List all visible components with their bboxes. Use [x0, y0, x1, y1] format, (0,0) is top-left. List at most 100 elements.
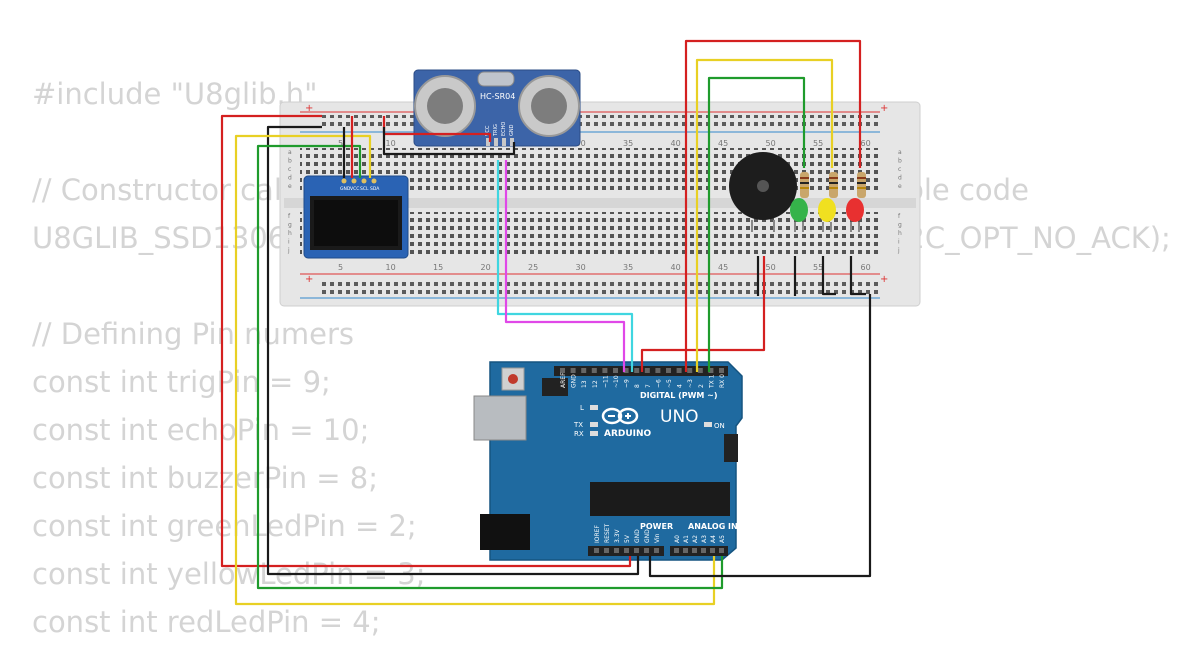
analog-pin-label: A3 [701, 535, 708, 543]
code-line: // Defining Pin numers [32, 317, 355, 351]
digital-pin-socket [708, 368, 714, 373]
oled-pin-label: SDA [370, 186, 380, 192]
svg-text:+: + [880, 103, 888, 114]
breadboard-row-letter: f [898, 213, 901, 220]
power-pin-socket [654, 548, 659, 553]
power-pin-label: 5V [624, 534, 631, 543]
digital-pin-label: 13 [581, 380, 588, 388]
power-pin-socket [634, 548, 639, 553]
wire-black-rail-gnd [382, 127, 516, 156]
wire-green-scl [256, 144, 724, 590]
power-pin-label: 3.3V [614, 528, 621, 543]
analog-pin-label: A2 [692, 535, 699, 543]
breadboard-column-number: 10 [386, 263, 396, 272]
oled-pin-label: GND [340, 186, 351, 192]
reset-button [508, 374, 518, 384]
breadboard-row-letter: h [898, 230, 902, 237]
breadboard-column-number: 55 [813, 139, 823, 148]
wire-red-led-red [684, 39, 862, 372]
ultrasonic-pin [502, 138, 506, 146]
breadboard-row-letter: d [898, 175, 902, 182]
digital-pin-label: TX 1 [708, 374, 715, 389]
breadboard-row-letter: e [288, 183, 292, 190]
breadboard-row-letter: g [898, 222, 902, 229]
digital-pin-socket [570, 368, 576, 373]
l-led-label: L [580, 404, 584, 412]
wire-red-5v [220, 114, 632, 568]
breadboard-column-number: 50 [766, 263, 776, 272]
digital-pin-label: 12 [592, 380, 599, 388]
digital-pin-socket [697, 368, 703, 373]
power-pin-label: GND [634, 529, 641, 543]
digital-pin-label: ~5 [666, 379, 673, 388]
breadboard-column-number: 30 [576, 139, 586, 148]
digital-pin-label: 8 [634, 384, 641, 388]
digital-pin-socket [602, 368, 608, 373]
breadboard-row-letter: a [898, 149, 902, 156]
oled-pin [351, 178, 357, 184]
digital-pin-label: 2 [698, 384, 705, 388]
ultrasonic-pin-label: VCC [485, 125, 491, 136]
analog-pin-label: A0 [674, 535, 681, 543]
breadboard-row-letter: c [288, 166, 291, 173]
digital-pin-socket [666, 368, 671, 373]
code-line: #include "U8glib.h" [32, 77, 318, 111]
breadboard-row-letter: i [898, 239, 900, 246]
ultrasonic-pin-label: GND [509, 124, 515, 136]
digital-pin-socket [676, 368, 682, 373]
digital-pin-socket [655, 368, 661, 373]
power-pin-socket [624, 548, 629, 553]
led-green [790, 198, 808, 222]
code-line: const int echoPin = 10; [32, 413, 370, 447]
power-jack [480, 514, 530, 550]
breadboard-row-letter: j [897, 247, 900, 254]
breadboard-column-number: 5 [338, 139, 343, 148]
resistor-red [857, 172, 866, 198]
usb-connector [473, 395, 527, 441]
digital-pin-label: ~9 [624, 379, 631, 388]
ultrasonic-pin [494, 138, 498, 146]
code-line: const int trigPin = 9; [32, 365, 331, 399]
analog-header-label: ANALOG IN [688, 522, 738, 531]
breadboard-column-number: 55 [813, 263, 823, 272]
on-led-label: ON [714, 422, 725, 430]
breadboard-row-letter: h [288, 230, 292, 237]
analog-pin-socket [701, 548, 706, 553]
wires [220, 39, 872, 606]
breadboard-column-number: 50 [766, 139, 776, 148]
breadboard-column-number: 10 [386, 139, 396, 148]
svg-text:+: + [305, 103, 313, 114]
wire-magenta-trig [504, 160, 626, 372]
oled-pin-label: SCL [360, 186, 369, 192]
tx-led-label: TX [573, 421, 583, 429]
digital-pin-socket [613, 368, 618, 373]
digital-pin-socket [644, 368, 650, 373]
breadboard-column-number: 5 [338, 263, 343, 272]
breadboard-row-letter: c [898, 166, 901, 173]
resistor-yellow [829, 172, 838, 198]
analog-pin-label: A4 [710, 535, 717, 543]
breadboard-column-number: 40 [671, 139, 681, 148]
power-pin-label: GND [644, 529, 651, 543]
breadboard-column-number: 30 [576, 263, 586, 272]
oled-pin [341, 178, 347, 184]
breadboard-row-letter: g [288, 222, 292, 229]
analog-pin-label: A1 [683, 535, 690, 543]
resistor-green [800, 172, 809, 198]
oled-pin-label: VCC [350, 186, 359, 192]
digital-pin-socket [560, 368, 565, 373]
wire-green-led-green [707, 76, 806, 372]
led-green-group [790, 172, 809, 232]
analog-pin-socket [692, 548, 697, 553]
wire-yellow-sda [234, 134, 716, 606]
digital-pin-label: RX 0 [719, 374, 726, 388]
rx-led-label: RX [574, 430, 584, 438]
led-yellow-group [818, 172, 838, 232]
